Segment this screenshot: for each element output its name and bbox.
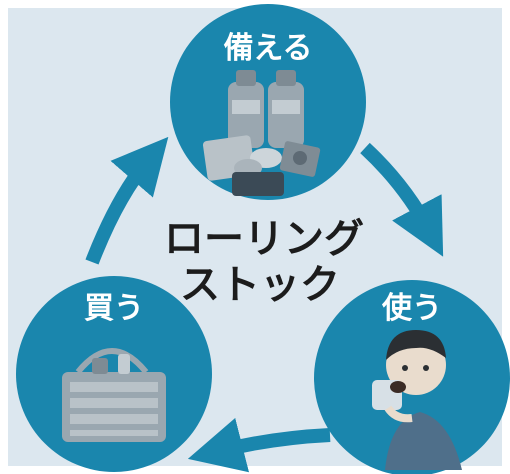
person-drinking-water-icon (372, 330, 462, 470)
node-use: 使う (314, 280, 510, 474)
center-title-line-2: ストック (180, 262, 340, 308)
center-title: ローリング ストック (164, 216, 364, 308)
shopping-basket-icon (62, 348, 166, 442)
arrow-buy-to-prepare (85, 136, 169, 265)
node-prepare: 備える (170, 4, 366, 200)
node-buy: 買う (16, 276, 212, 472)
center-title-line-1: ローリング (164, 216, 364, 262)
arrow-prepare-to-use (360, 142, 444, 257)
buy-label: 買う (84, 291, 144, 326)
arrow-use-to-buy (187, 417, 331, 473)
prepare-label: 備える (223, 31, 312, 66)
water-bottles-and-canned-food-icon (202, 70, 321, 196)
use-label: 使う (381, 291, 442, 326)
